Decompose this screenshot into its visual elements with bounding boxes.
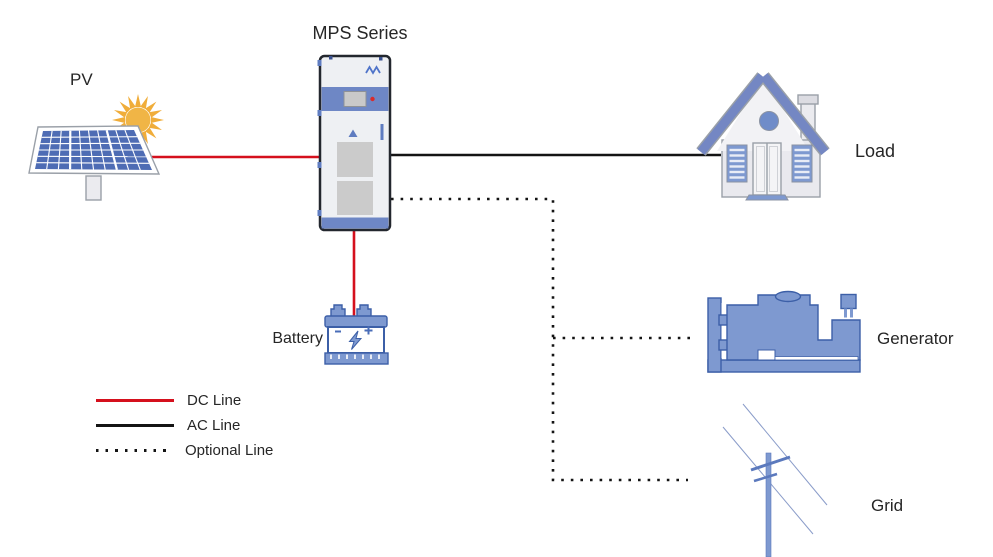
warning-triangle-icon [348,129,358,137]
panel-grid [36,129,150,171]
pole [765,452,772,557]
generator-icon [707,290,861,373]
ac-line-swatch [96,424,174,427]
generator-skid [707,359,861,373]
battery-terminal-negative [330,304,346,318]
battery-base-ticks [330,354,380,359]
generator-muffler [774,290,802,303]
utility-pole-icon [722,403,828,557]
chimney-cap [797,94,819,105]
crossarm-lower [753,472,778,483]
legend-row-ac: AC Line [96,413,273,438]
vent-upper [337,142,373,177]
battery-icon [324,304,389,365]
optional-line-swatch [96,449,172,452]
generator-control-box [840,293,857,310]
round-window [759,111,779,131]
legend-label: AC Line [187,417,241,434]
inverter-screen [343,91,367,107]
inverter-label: MPS Series [312,23,408,43]
pv-label: PV [70,70,93,89]
legend: DC Line AC Line Optional Line [96,388,273,463]
house-icon [696,72,830,201]
grid-label: Grid [871,496,904,515]
legend-label: DC Line [187,392,242,409]
brand-logo-icon [365,65,381,75]
vent-lower [337,181,373,215]
battery-terminal-positive [356,304,372,318]
indicator-led [370,96,375,102]
side-slot [380,124,384,140]
load-label: Load [855,141,896,161]
cabinet-hinges [317,56,383,216]
solar-panel-icon [28,125,161,201]
generator-body [726,294,861,361]
battery-base [324,352,389,365]
legend-label: Optional Line [185,442,274,459]
optional-line-inverter-grid [391,197,688,482]
doorstep [745,194,789,201]
cabinet-base-band [321,217,389,229]
roof [696,72,830,156]
dc-line-swatch [96,399,174,402]
power-wires [722,403,828,535]
legend-row-optional: Optional Line [96,438,273,463]
generator-left-panel [707,297,722,373]
legend-row-dc: DC Line [96,388,273,413]
generator-label: Generator [877,329,954,348]
door [745,142,789,201]
panel-leg [85,175,102,201]
battery-label: Battery [272,330,323,347]
battery-polarity-marks [335,326,373,335]
inverter-cabinet-icon [317,54,392,232]
generator-gap [721,303,727,358]
window-left [726,144,748,183]
crossarm-upper [750,455,791,472]
battery-top-band [324,315,388,328]
window-right [791,144,813,183]
lightning-bolt-icon [348,330,363,350]
